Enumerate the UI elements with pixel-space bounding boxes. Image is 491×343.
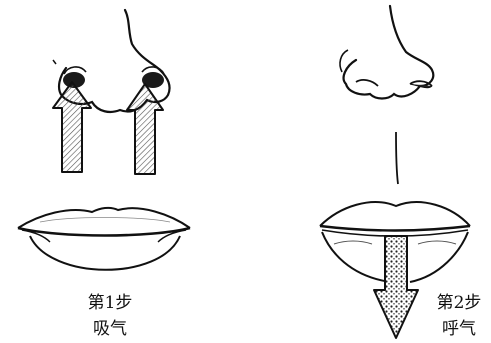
step-1-action: 吸气: [82, 318, 138, 340]
step-1-label: 第1步: [82, 292, 138, 314]
inhale-arrow-left-icon: [53, 82, 91, 172]
nose-right-icon: [344, 6, 434, 99]
step-2-panel: [320, 6, 470, 338]
step-2-action: 呼气: [430, 318, 488, 340]
inhale-arrow-right-icon: [127, 84, 163, 174]
step-2-label: 第2步: [430, 292, 488, 314]
step-1-panel: [18, 10, 190, 270]
lips-icon: [18, 208, 190, 270]
exhale-arrow-icon: [374, 236, 418, 338]
